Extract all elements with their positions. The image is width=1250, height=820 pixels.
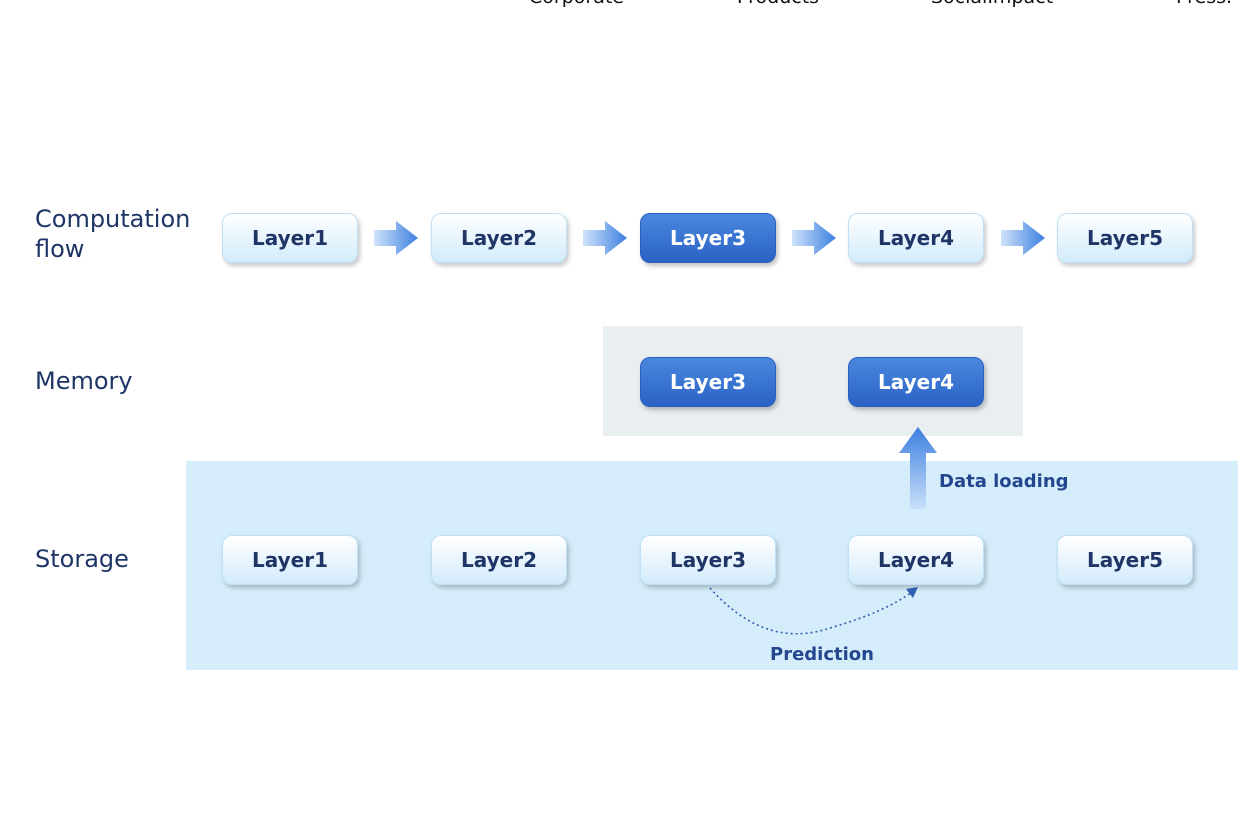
prediction-label: Prediction bbox=[770, 644, 874, 665]
computation-node-layer5: Layer5 bbox=[1057, 213, 1193, 263]
computation-node-layer1: Layer1 bbox=[222, 213, 358, 263]
flow-arrow-icon-1 bbox=[374, 221, 418, 255]
storage-node-layer5: Layer5 bbox=[1057, 535, 1193, 585]
nav-item-press[interactable]: Press. bbox=[1176, 0, 1232, 8]
storage-node-layer2: Layer2 bbox=[431, 535, 567, 585]
nav-item-social-impact[interactable]: SocialImpact bbox=[931, 0, 1053, 8]
data-loading-arrow-icon bbox=[899, 427, 937, 509]
storage-node-layer4: Layer4 bbox=[848, 535, 984, 585]
storage-node-layer3: Layer3 bbox=[640, 535, 776, 585]
memory-label: Memory bbox=[35, 367, 133, 395]
flow-arrow-icon-4 bbox=[1001, 221, 1045, 255]
flow-arrow-icon-3 bbox=[792, 221, 836, 255]
computation-flow-label: Computation flow bbox=[35, 204, 190, 264]
computation-label-line1: Computation bbox=[35, 205, 191, 233]
computation-node-layer3: Layer3 bbox=[640, 213, 776, 263]
computation-node-layer2: Layer2 bbox=[431, 213, 567, 263]
flow-arrow-icon-2 bbox=[583, 221, 627, 255]
computation-label-line2: flow bbox=[35, 235, 85, 263]
data-loading-label: Data loading bbox=[939, 471, 1069, 492]
storage-label: Storage bbox=[35, 545, 129, 573]
nav-item-corporate[interactable]: Corporate bbox=[529, 0, 624, 8]
memory-node-layer4: Layer4 bbox=[848, 357, 984, 407]
storage-node-layer1: Layer1 bbox=[222, 535, 358, 585]
memory-node-layer3: Layer3 bbox=[640, 357, 776, 407]
computation-node-layer4: Layer4 bbox=[848, 213, 984, 263]
nav-item-products[interactable]: Products bbox=[737, 0, 819, 8]
top-navigation: Corporate Products SocialImpact Press. bbox=[0, 0, 1250, 10]
